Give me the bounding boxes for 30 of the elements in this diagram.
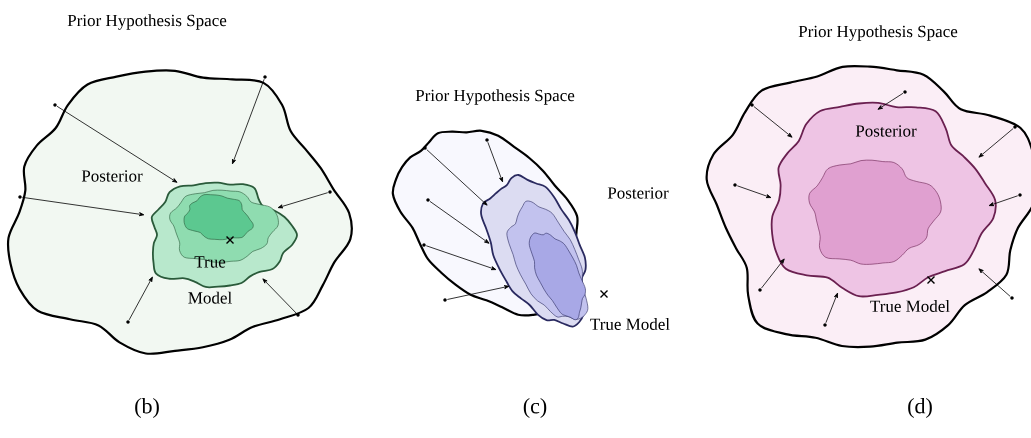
- arrow: [426, 149, 488, 206]
- arrow: [736, 185, 772, 199]
- panel-caption: (b): [135, 398, 159, 418]
- label-text: True Model: [870, 300, 950, 312]
- arrow: [487, 141, 503, 183]
- region-label: Prior Hypothesis Space: [798, 25, 958, 41]
- region-label: Posterior: [81, 170, 143, 182]
- arrow: [425, 245, 497, 271]
- region-label: Prior Hypothesis Space: [67, 14, 227, 30]
- arrow: [753, 106, 793, 138]
- panel-caption: (c): [523, 398, 547, 418]
- label-text: True Model: [188, 256, 232, 304]
- arrow: [978, 128, 1014, 158]
- arrow: [262, 278, 297, 314]
- label-text: True Model: [590, 318, 670, 330]
- arrow: [761, 258, 785, 289]
- arrow: [22, 196, 145, 217]
- arrow: [446, 285, 510, 300]
- arrow: [56, 105, 178, 183]
- arrow: [277, 192, 329, 209]
- arrow: [128, 276, 153, 321]
- panel-caption: (d): [908, 398, 932, 418]
- region-label: Posterior: [607, 187, 669, 199]
- arrow: [825, 292, 838, 324]
- arrow: [988, 195, 1019, 207]
- arrow: [877, 92, 904, 110]
- arrow: [429, 201, 490, 244]
- region-label: Prior Hypothesis Space: [415, 89, 575, 105]
- region-label: Posterior: [855, 125, 917, 137]
- arrow: [978, 268, 1011, 297]
